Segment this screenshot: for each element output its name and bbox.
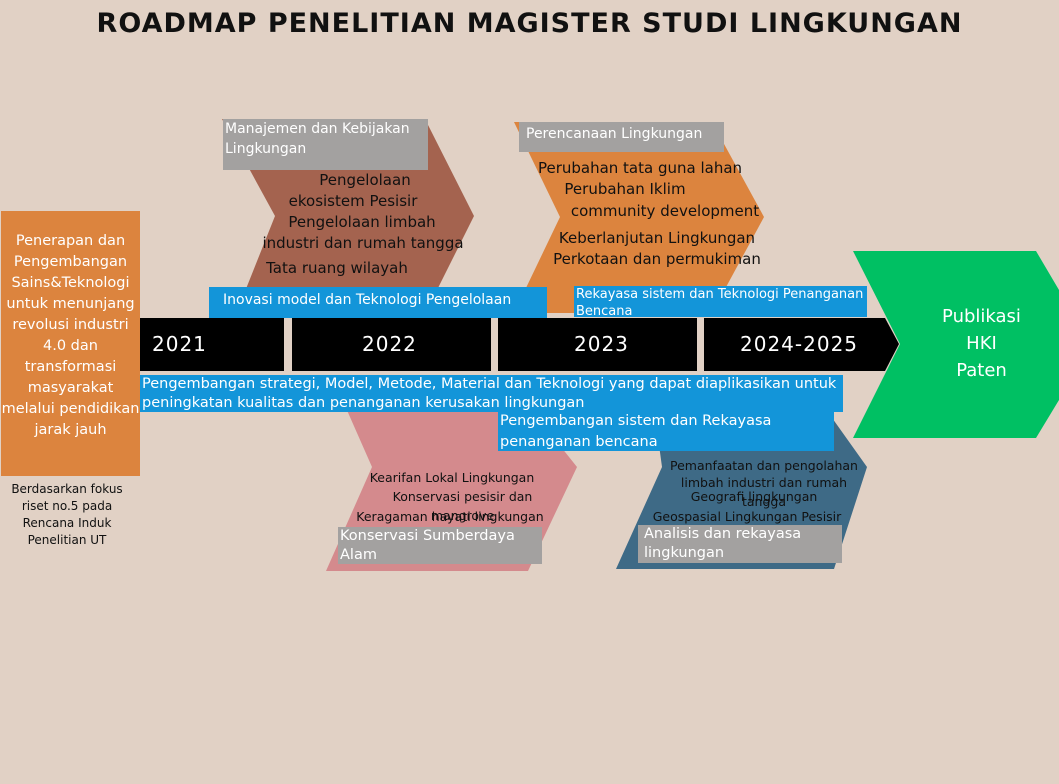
outcome-paten: Paten: [956, 360, 1007, 381]
label-analisis-rekayasa: Analisis dan rekayasa lingkungan: [638, 525, 842, 563]
item-ekosistem-pesisir: ekosistem Pesisir: [288, 192, 418, 210]
label-manajemen: Manajemen dan Kebijakan Lingkungan: [223, 119, 428, 170]
timeline-arrow: [138, 318, 899, 371]
item-geospasial: Geospasial Lingkungan Pesisir: [652, 509, 842, 524]
bar-strategi: Pengembangan strategi, Model, Metode, Ma…: [140, 375, 843, 412]
item-limbah-industri: limbah industri dan rumah tangga: [680, 475, 848, 509]
item-perubahan-iklim: Perubahan Iklim: [564, 180, 686, 198]
research-focus-note: Berdasarkan fokus riset no.5 pada Rencan…: [11, 482, 123, 547]
item-tata-guna-lahan: Perubahan tata guna lahan: [537, 159, 743, 177]
item-pengelolaan: Pengelolaan: [319, 171, 411, 189]
item-industri-rumah-tangga: industri dan rumah tangga: [262, 234, 464, 252]
page-title: ROADMAP PENELITIAN MAGISTER STUDI LINGKU…: [96, 8, 963, 39]
year-2021: 2021: [152, 332, 207, 356]
item-community-development: community development: [570, 202, 760, 220]
item-perkotaan: Perkotaan dan permukiman: [553, 250, 761, 268]
item-geografi: Geografi lingkungan: [690, 489, 818, 504]
label-perencanaan: Perencanaan Lingkungan: [519, 122, 724, 152]
outcome-text: Publikasi HKI Paten: [914, 303, 1049, 384]
item-keragaman-hayati: Keragaman hayati lingkungan: [356, 509, 544, 524]
bar-rekayasa: Rekayasa sistem dan Teknologi Penanganan…: [574, 286, 867, 317]
label-konservasi-sda: Konservasi Sumberdaya Alam: [338, 527, 542, 564]
outcome-publikasi: Publikasi: [942, 306, 1021, 327]
chevron-upper-right: [514, 122, 764, 313]
item-pengelolaan-limbah: Pengelolaan limbah: [288, 213, 436, 231]
bar-sistem: Pengembangan sistem dan Rekayasa penanga…: [498, 411, 834, 451]
item-tata-ruang: Tata ruang wilayah: [266, 259, 408, 277]
research-focus-box: Penerapan dan Pengembangan Sains&Teknolo…: [1, 211, 140, 476]
item-keberlanjutan: Keberlanjutan Lingkungan: [558, 229, 756, 247]
item-konservasi-pesisir: Konservasi pesisir dan mangrove: [392, 489, 533, 523]
item-kearifan-lokal: Kearifan Lokal Lingkungan: [369, 470, 535, 485]
year-2023: 2023: [574, 332, 629, 356]
bar-inovasi: Inovasi model dan Teknologi Pengelolaan: [209, 287, 547, 318]
outcome-hki: HKI: [966, 333, 997, 354]
year-2024-2025: 2024-2025: [740, 332, 859, 356]
year-2022: 2022: [362, 332, 417, 356]
item-pemanfaatan: Pemanfaatan dan pengolahan: [670, 458, 858, 473]
outcome-chevron: [853, 251, 1059, 438]
